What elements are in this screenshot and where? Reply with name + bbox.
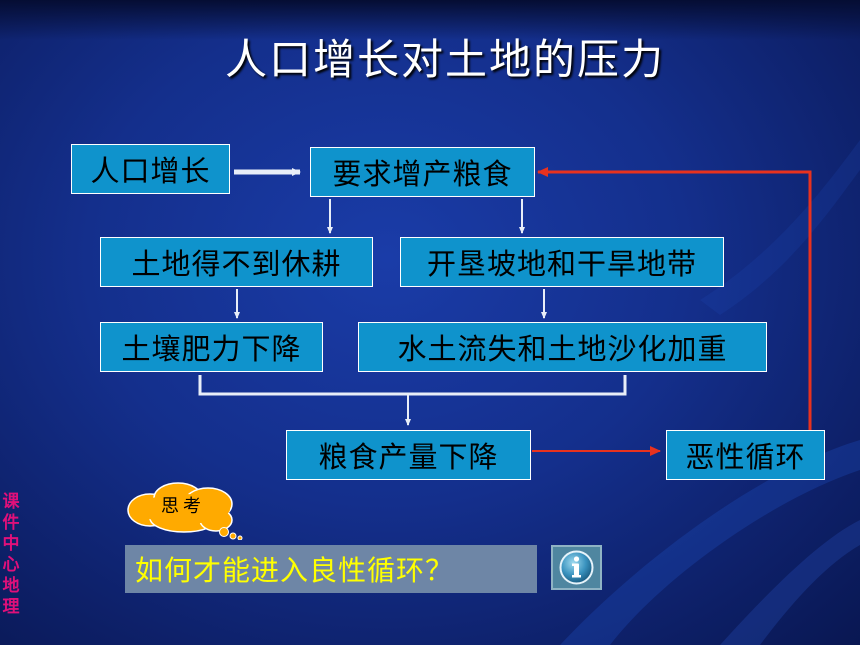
top-shade [0,0,860,40]
node-grain-output-decline: 粮食产量下降 [286,430,531,480]
node-land-no-fallow: 土地得不到休耕 [100,237,373,287]
info-button[interactable] [551,545,602,590]
node-vicious-cycle: 恶性循环 [666,430,825,480]
node-demand-more-grain: 要求增产粮食 [310,147,535,197]
watermark-char: 理 [2,597,20,617]
watermark-char: 课 [2,492,20,512]
question-prompt: 如何才能进入良性循环？ [125,545,537,593]
node-soil-fertility-decline: 土壤肥力下降 [100,322,323,372]
node-reclaim-slopes: 开垦坡地和干旱地带 [400,237,724,287]
node-population-growth: 人口增长 [71,144,230,194]
arrow-cycle-feedback [537,167,812,430]
vertical-watermark: 课 件 中 心 地 理 [0,492,22,618]
watermark-char: 件 [2,513,20,533]
thought-cloud-icon [127,482,243,540]
watermark-char: 心 [2,555,20,575]
node-erosion-desertification: 水土流失和土地沙化加重 [358,322,767,372]
watermark-char: 地 [2,576,20,596]
think-bubble-label: 思考 [161,496,205,517]
watermark-char: 中 [2,534,20,554]
info-icon [559,550,594,585]
slide-title: 人口增长对土地的压力 [225,35,666,84]
bracket-merge [198,375,627,396]
